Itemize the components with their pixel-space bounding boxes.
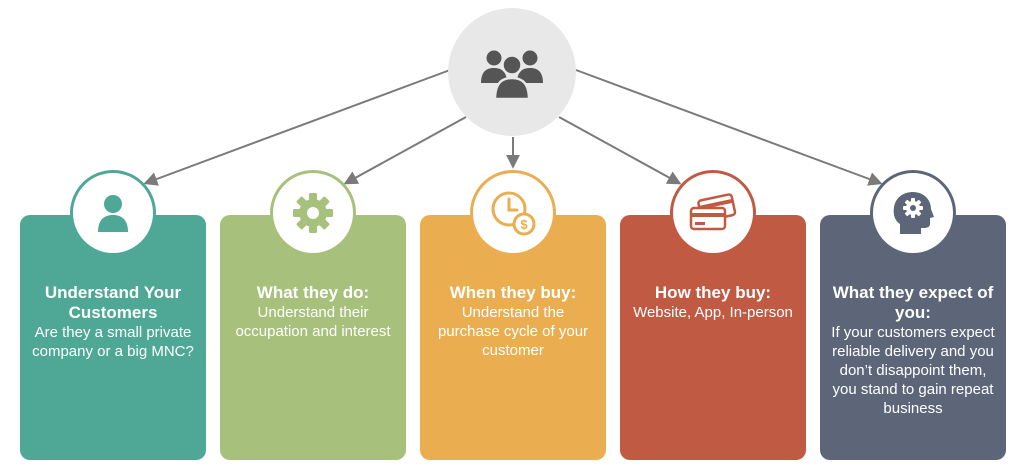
arrow-to-card-1 (143, 69, 451, 186)
card-badge (270, 170, 356, 256)
card-badge (870, 170, 956, 256)
svg-text:$: $ (520, 217, 528, 232)
card-when-they-buy: $ When they buy: Understand the purchase… (420, 170, 606, 460)
arrow-to-card-4 (558, 116, 682, 185)
card-badge (670, 170, 756, 256)
card-title: What they do: (256, 283, 370, 302)
card-body: If your customers expect reliable delive… (831, 324, 995, 417)
card-body: Are they a small private company or a bi… (32, 324, 194, 360)
customers-hub (448, 8, 576, 136)
card-title: How they buy: (654, 283, 772, 302)
card-body: Understand the purchase cycle of your cu… (437, 304, 589, 359)
credit-cards-icon (689, 193, 737, 231)
card-body: Website, App, In-person (633, 304, 793, 321)
card-title: When they buy: (449, 283, 577, 302)
card-body: Understand their occupation and interest (235, 304, 391, 340)
person-icon (98, 195, 128, 232)
card-badge (70, 170, 156, 256)
card-title: Understand Your Customers (44, 283, 182, 322)
card-badge: $ (470, 170, 556, 256)
card-what-they-do: What they do: Understand their occupatio… (220, 170, 406, 460)
card-understand-customers: Understand Your Customers Are they a sma… (20, 170, 206, 460)
card-how-they-buy: How they buy: Website, App, In-person (620, 170, 806, 460)
clock-money-icon: $ (491, 191, 536, 236)
card-title: What they expect of you: (832, 283, 994, 322)
arrow-to-card-2 (343, 116, 467, 185)
card-what-they-expect: What they expect of you: If your custome… (820, 170, 1006, 460)
gear-icon (293, 193, 333, 233)
head-gear-icon (893, 192, 934, 234)
arrow-to-card-5 (575, 69, 883, 186)
group-people-icon (481, 50, 543, 99)
